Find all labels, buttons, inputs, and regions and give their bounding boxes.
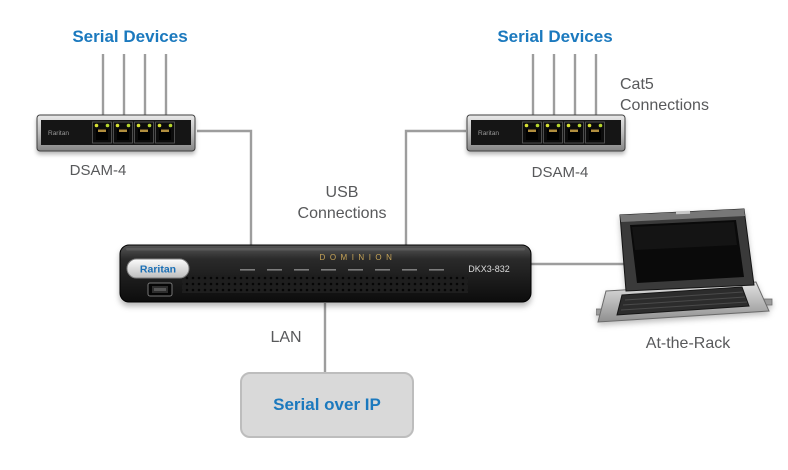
rj45-port xyxy=(564,121,584,144)
vent-grille xyxy=(182,275,468,293)
usb-port xyxy=(147,282,173,297)
raritan-badge xyxy=(126,258,190,279)
cat5-line2: Connections xyxy=(620,97,709,114)
rj45-port xyxy=(543,121,563,144)
cat5-line1: Cat5 xyxy=(620,76,654,93)
rj45-port xyxy=(134,121,154,144)
usb-connection-line-left xyxy=(197,129,253,246)
port-label-strip xyxy=(240,269,444,271)
dominion-series-text: DOMINION xyxy=(320,253,397,262)
rj45-port xyxy=(92,121,112,144)
usb-line2: Connections xyxy=(297,205,387,222)
cat5-connections-label: Cat5 Connections xyxy=(620,74,740,116)
serial-over-ip-box: Serial over IP xyxy=(240,372,414,438)
console-logo-mark xyxy=(675,210,691,215)
dsam-brand-text: Raritan xyxy=(48,130,69,137)
at-the-rack-console-device xyxy=(595,205,774,338)
usb-connection-line-right xyxy=(404,129,466,246)
model-number-text: DKX3-832 xyxy=(468,264,510,274)
dsam4-label-left: DSAM-4 xyxy=(69,162,127,179)
usb-line1: USB xyxy=(325,184,359,201)
rj45-port xyxy=(522,121,542,144)
dominion-kx3-device: Raritan DOMINION DKX3-832 xyxy=(118,239,533,312)
serial-devices-label-left: Serial Devices xyxy=(72,27,188,46)
rj45-port xyxy=(585,121,605,144)
usb-connections-label: USB Connections xyxy=(272,182,412,224)
dsam4-left-device: Raritan xyxy=(36,110,196,161)
at-the-rack-label: At-the-Rack xyxy=(645,335,731,352)
dsam4-label-right: DSAM-4 xyxy=(531,164,589,181)
rj45-port xyxy=(155,121,175,144)
dsam-brand-text: Raritan xyxy=(478,130,499,137)
lan-label: LAN xyxy=(270,329,302,346)
main-brand-text: Raritan xyxy=(140,264,176,276)
dsam4-right-device: Raritan xyxy=(466,110,626,161)
serial-devices-label-right: Serial Devices xyxy=(497,27,613,46)
rj45-port xyxy=(113,121,133,144)
serial-over-ip-label: Serial over IP xyxy=(273,395,381,414)
